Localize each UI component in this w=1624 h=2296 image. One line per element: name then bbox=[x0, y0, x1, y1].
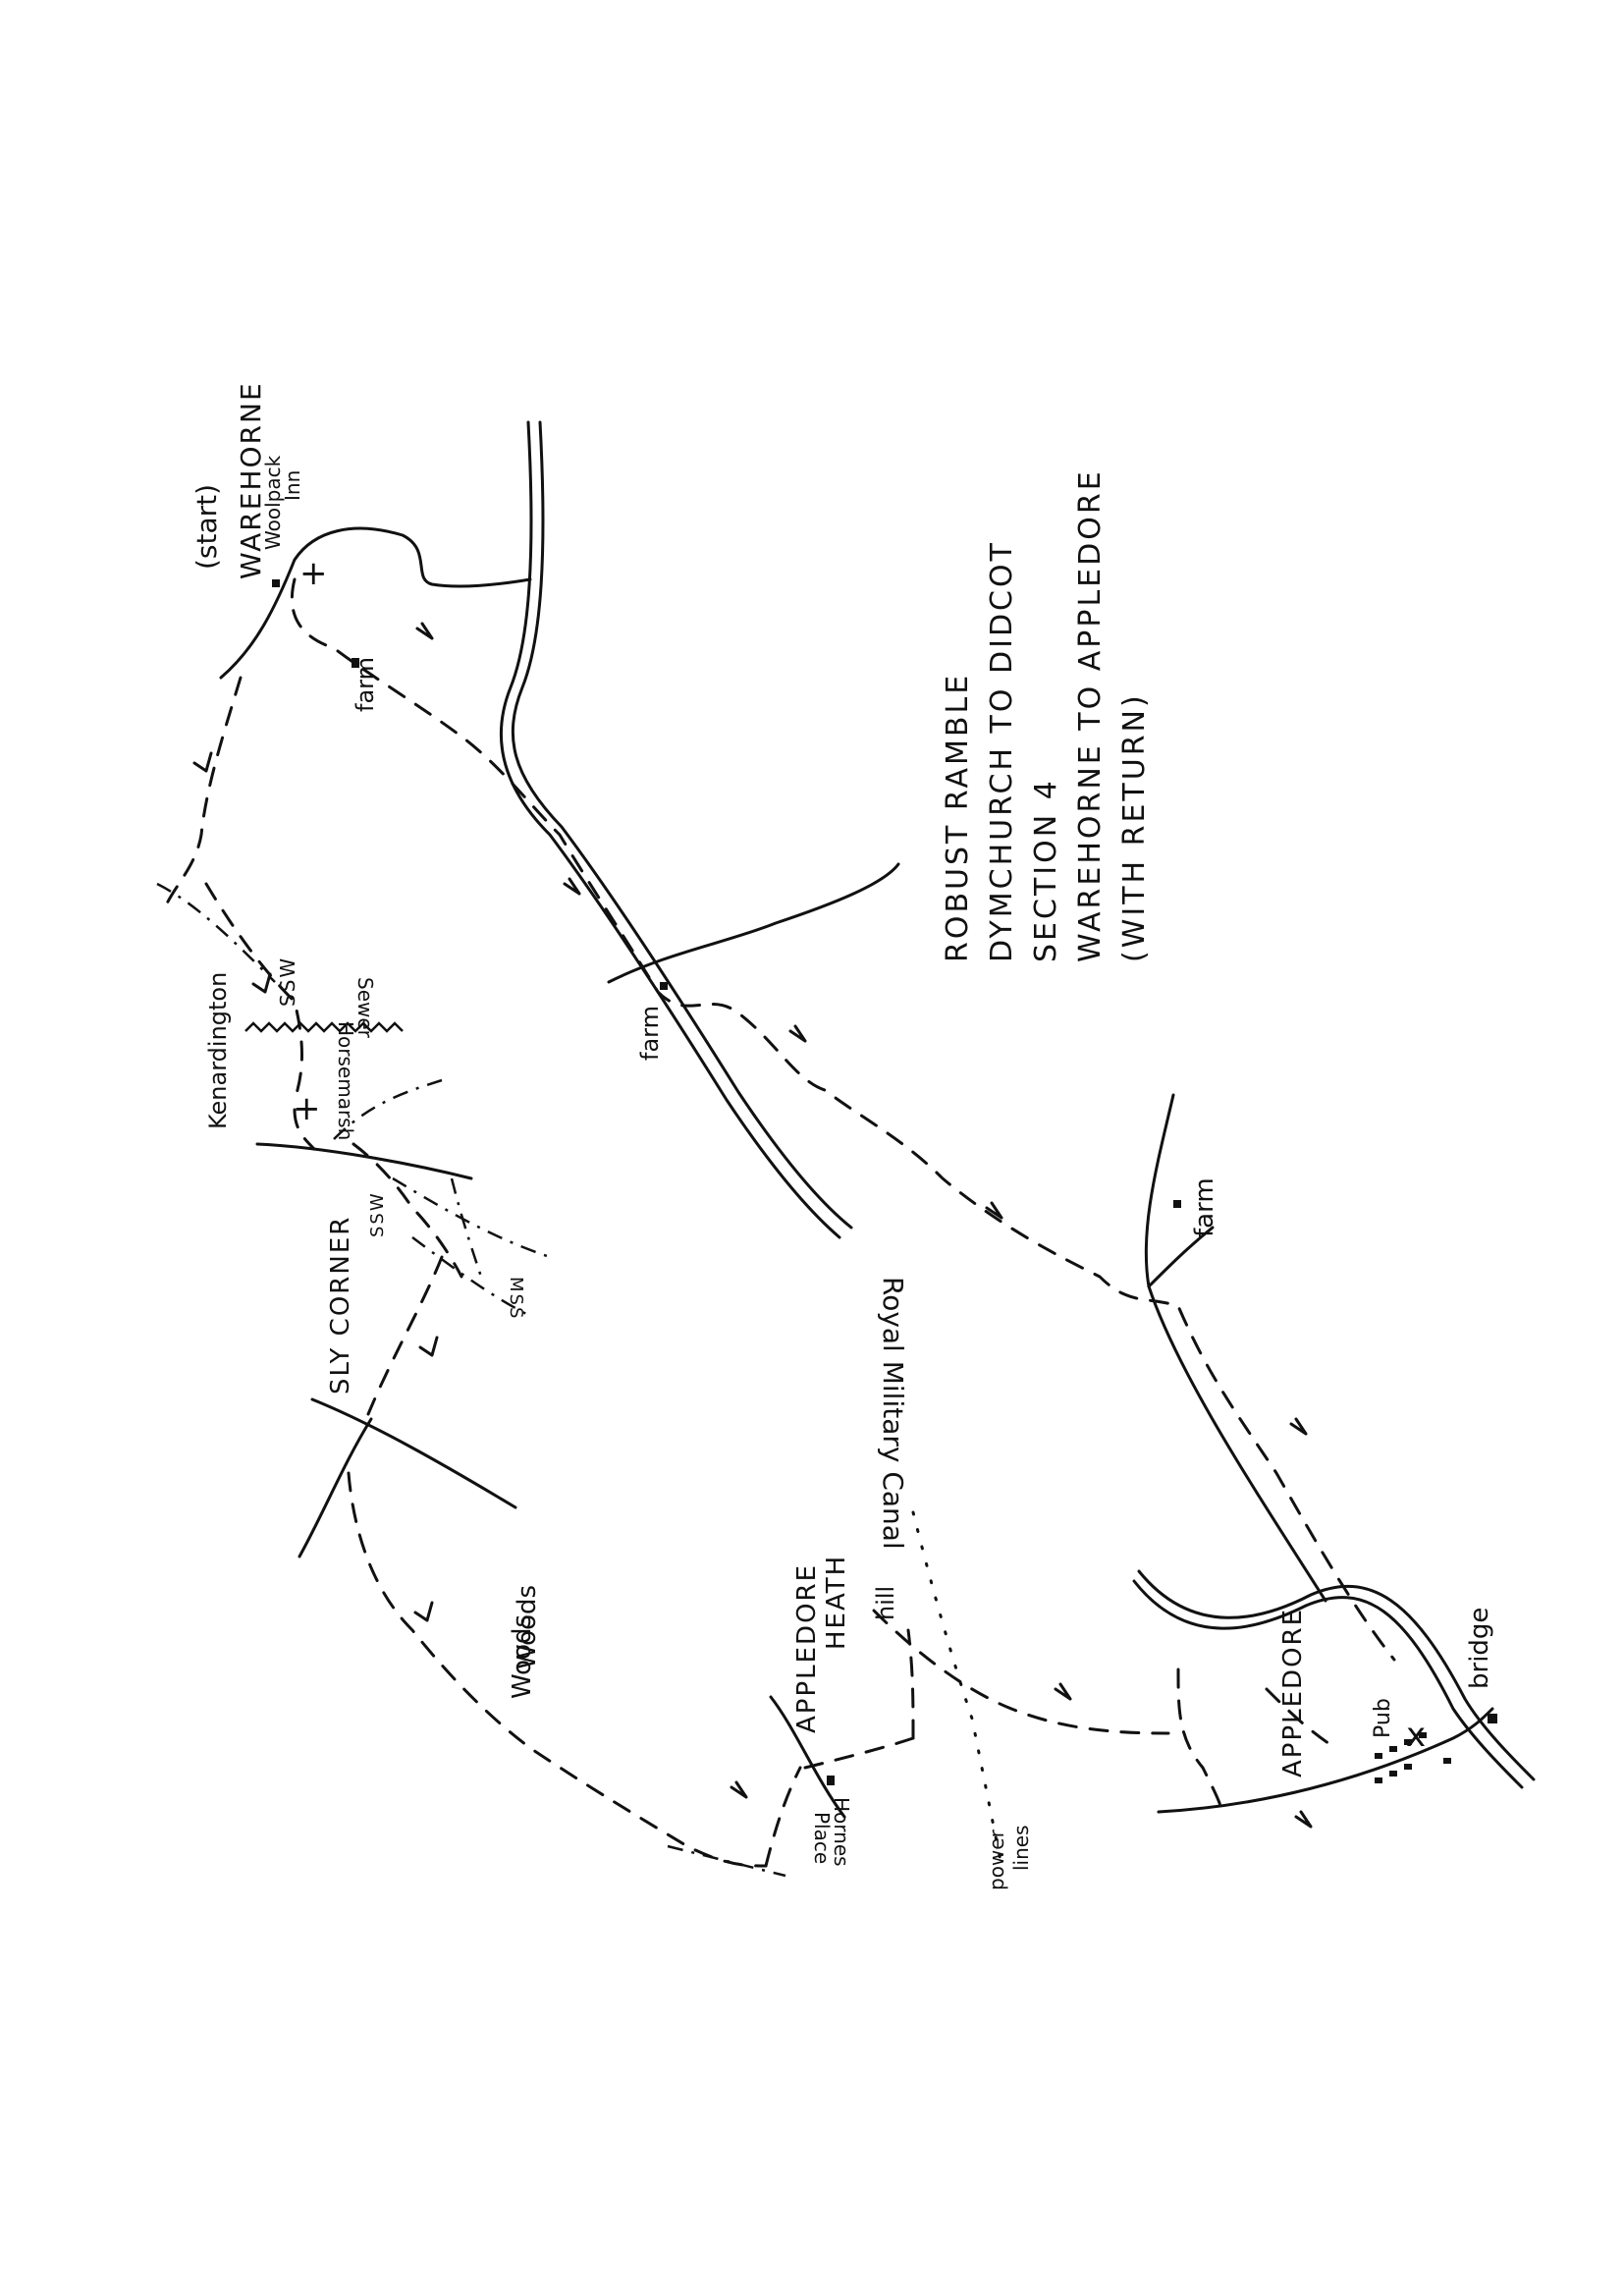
woods-label-1: Woods bbox=[508, 1614, 537, 1699]
horsemarsh-sewer bbox=[244, 1021, 404, 1033]
horsemarsh-label: Horsemarsh bbox=[334, 1021, 357, 1140]
woolpack-inn-building bbox=[272, 579, 280, 587]
title-line-5: (WITH RETURN) bbox=[1117, 692, 1152, 962]
title-line-1: ROBUST RAMBLE bbox=[941, 673, 975, 962]
warehorne-church-cross: + bbox=[299, 554, 328, 593]
farm-side-road bbox=[607, 862, 900, 984]
direction-arrows bbox=[192, 622, 1313, 1829]
warehorne-label: WAREHORNE bbox=[235, 381, 267, 579]
alt-path-1 bbox=[156, 882, 276, 983]
alt-path-4 bbox=[450, 1177, 483, 1278]
kenardington-church-cross: + bbox=[293, 1089, 321, 1128]
farm-1-label: farm bbox=[352, 657, 379, 712]
farm-road-fork bbox=[1147, 1226, 1215, 1288]
place-label: Place bbox=[810, 1812, 834, 1864]
title-line-4: WAREHORNE TO APPLEDORE bbox=[1073, 468, 1108, 962]
walking-route bbox=[165, 577, 1396, 1868]
bridge-building bbox=[1488, 1714, 1497, 1723]
woods-label-2: Woods bbox=[513, 1585, 542, 1669]
start-note: (start) bbox=[190, 484, 223, 570]
inn-label: Inn bbox=[281, 470, 304, 501]
appledore-street bbox=[1157, 1707, 1494, 1814]
appledore-heath-road bbox=[769, 1695, 846, 1819]
bridge-label: bridge bbox=[1465, 1608, 1494, 1689]
appledore-houses bbox=[1375, 1732, 1451, 1783]
ssw-label-1: SSW bbox=[276, 957, 299, 1007]
farm-3-label: farm bbox=[1190, 1177, 1219, 1237]
title-block: ROBUST RAMBLE DYMCHURCH TO DIDCOT SECTIO… bbox=[941, 468, 1152, 962]
pub-label: Pub bbox=[1371, 1698, 1395, 1738]
hornes-label: Hornes bbox=[830, 1797, 853, 1867]
canal-label: Royal Military Canal bbox=[877, 1277, 909, 1550]
alt-path-6 bbox=[667, 1844, 786, 1878]
appledore-road bbox=[1132, 1569, 1536, 1789]
farm-3-building bbox=[1173, 1200, 1181, 1208]
heath-label: HEATH bbox=[822, 1555, 851, 1650]
power-label: power bbox=[985, 1829, 1008, 1890]
alt-path-2 bbox=[333, 1078, 443, 1140]
title-line-2: DYMCHURCH TO DIDCOT bbox=[985, 540, 1019, 962]
farm-2-building bbox=[660, 982, 668, 990]
farm-1-building bbox=[352, 658, 359, 668]
kenardington-road bbox=[255, 1142, 473, 1180]
sly-corner-road bbox=[310, 1397, 517, 1509]
alt-path-5 bbox=[411, 1235, 531, 1318]
alt-path-3 bbox=[392, 1176, 551, 1259]
sewer-label: Sewer bbox=[353, 977, 377, 1039]
power-lines bbox=[911, 1510, 1003, 1868]
title-line-3: SECTION 4 bbox=[1029, 778, 1063, 962]
ssw-label-2: SSW bbox=[367, 1191, 388, 1237]
hill-label: hill bbox=[872, 1586, 899, 1620]
warehorne-road bbox=[219, 526, 532, 680]
mss-label: MSS bbox=[506, 1277, 526, 1320]
appledore-church-cross: x bbox=[1406, 1716, 1426, 1755]
appledore-heath-label: APPLEDORE bbox=[792, 1563, 822, 1733]
farm-2-label: farm bbox=[636, 1006, 664, 1061]
lines-label: lines bbox=[1009, 1825, 1033, 1871]
main-road bbox=[499, 420, 853, 1239]
appledore-label: APPLEDORE bbox=[1278, 1608, 1308, 1777]
sly-corner-road-2 bbox=[298, 1417, 373, 1558]
hornes-place-building bbox=[827, 1776, 835, 1785]
kenardington-label: Kenardington bbox=[204, 972, 232, 1129]
farm-road bbox=[1144, 1093, 1327, 1603]
sly-corner-label: SLY CORNER bbox=[326, 1216, 355, 1394]
woolpack-label: Woolpack bbox=[261, 455, 285, 550]
